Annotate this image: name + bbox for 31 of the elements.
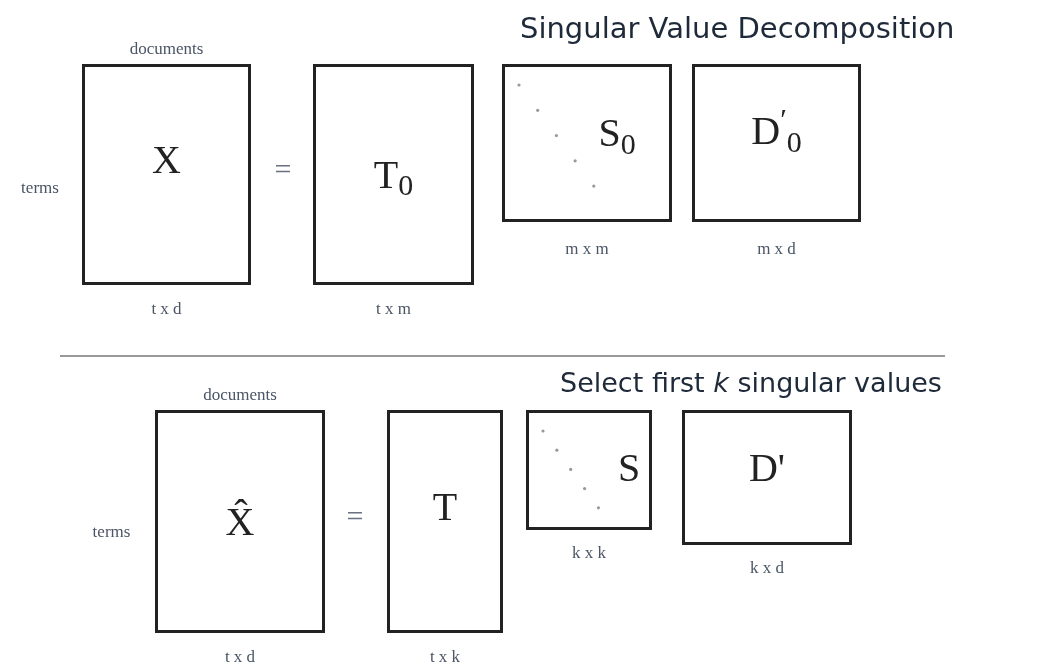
dimension-text: m x d xyxy=(756,238,797,260)
matrix-symbol: S$_{0}$ xyxy=(598,113,636,153)
matrix-box xyxy=(155,410,325,633)
matrix-box xyxy=(692,64,861,222)
matrix-box xyxy=(502,64,672,222)
matrix-symbol: X̂ xyxy=(225,501,255,542)
dimension-text: t x d xyxy=(223,646,257,668)
dimension-text: m x m xyxy=(564,238,610,260)
matrix-symbol: D' xyxy=(748,447,786,488)
equals-sign: = xyxy=(273,151,293,187)
dimension-text: k x d xyxy=(749,557,785,579)
matrix-box xyxy=(313,64,474,285)
dimension-text: documents xyxy=(128,38,205,60)
section-heading: Singular Value Decomposition xyxy=(520,10,956,47)
dimension-text: t x m xyxy=(375,298,412,320)
equals-sign: = xyxy=(345,498,365,534)
dimension-text: t x d xyxy=(150,298,183,320)
matrix-symbol: X xyxy=(152,139,181,180)
matrix-box xyxy=(526,410,652,530)
matrix-symbol: T xyxy=(432,486,458,527)
section-heading: Select first k singular values xyxy=(560,366,943,400)
dimension-text: terms xyxy=(20,177,60,199)
dimension-text: t x k xyxy=(428,646,462,668)
matrix-symbol: T$_{0}$ xyxy=(373,154,414,195)
dimension-text: terms xyxy=(91,521,132,543)
dimension-text: documents xyxy=(202,384,278,406)
dimension-text: k x k xyxy=(571,542,607,564)
matrix-symbol: S xyxy=(617,448,641,488)
matrix-box xyxy=(387,410,503,633)
matrix-box xyxy=(682,410,852,545)
matrix-box xyxy=(82,64,251,285)
